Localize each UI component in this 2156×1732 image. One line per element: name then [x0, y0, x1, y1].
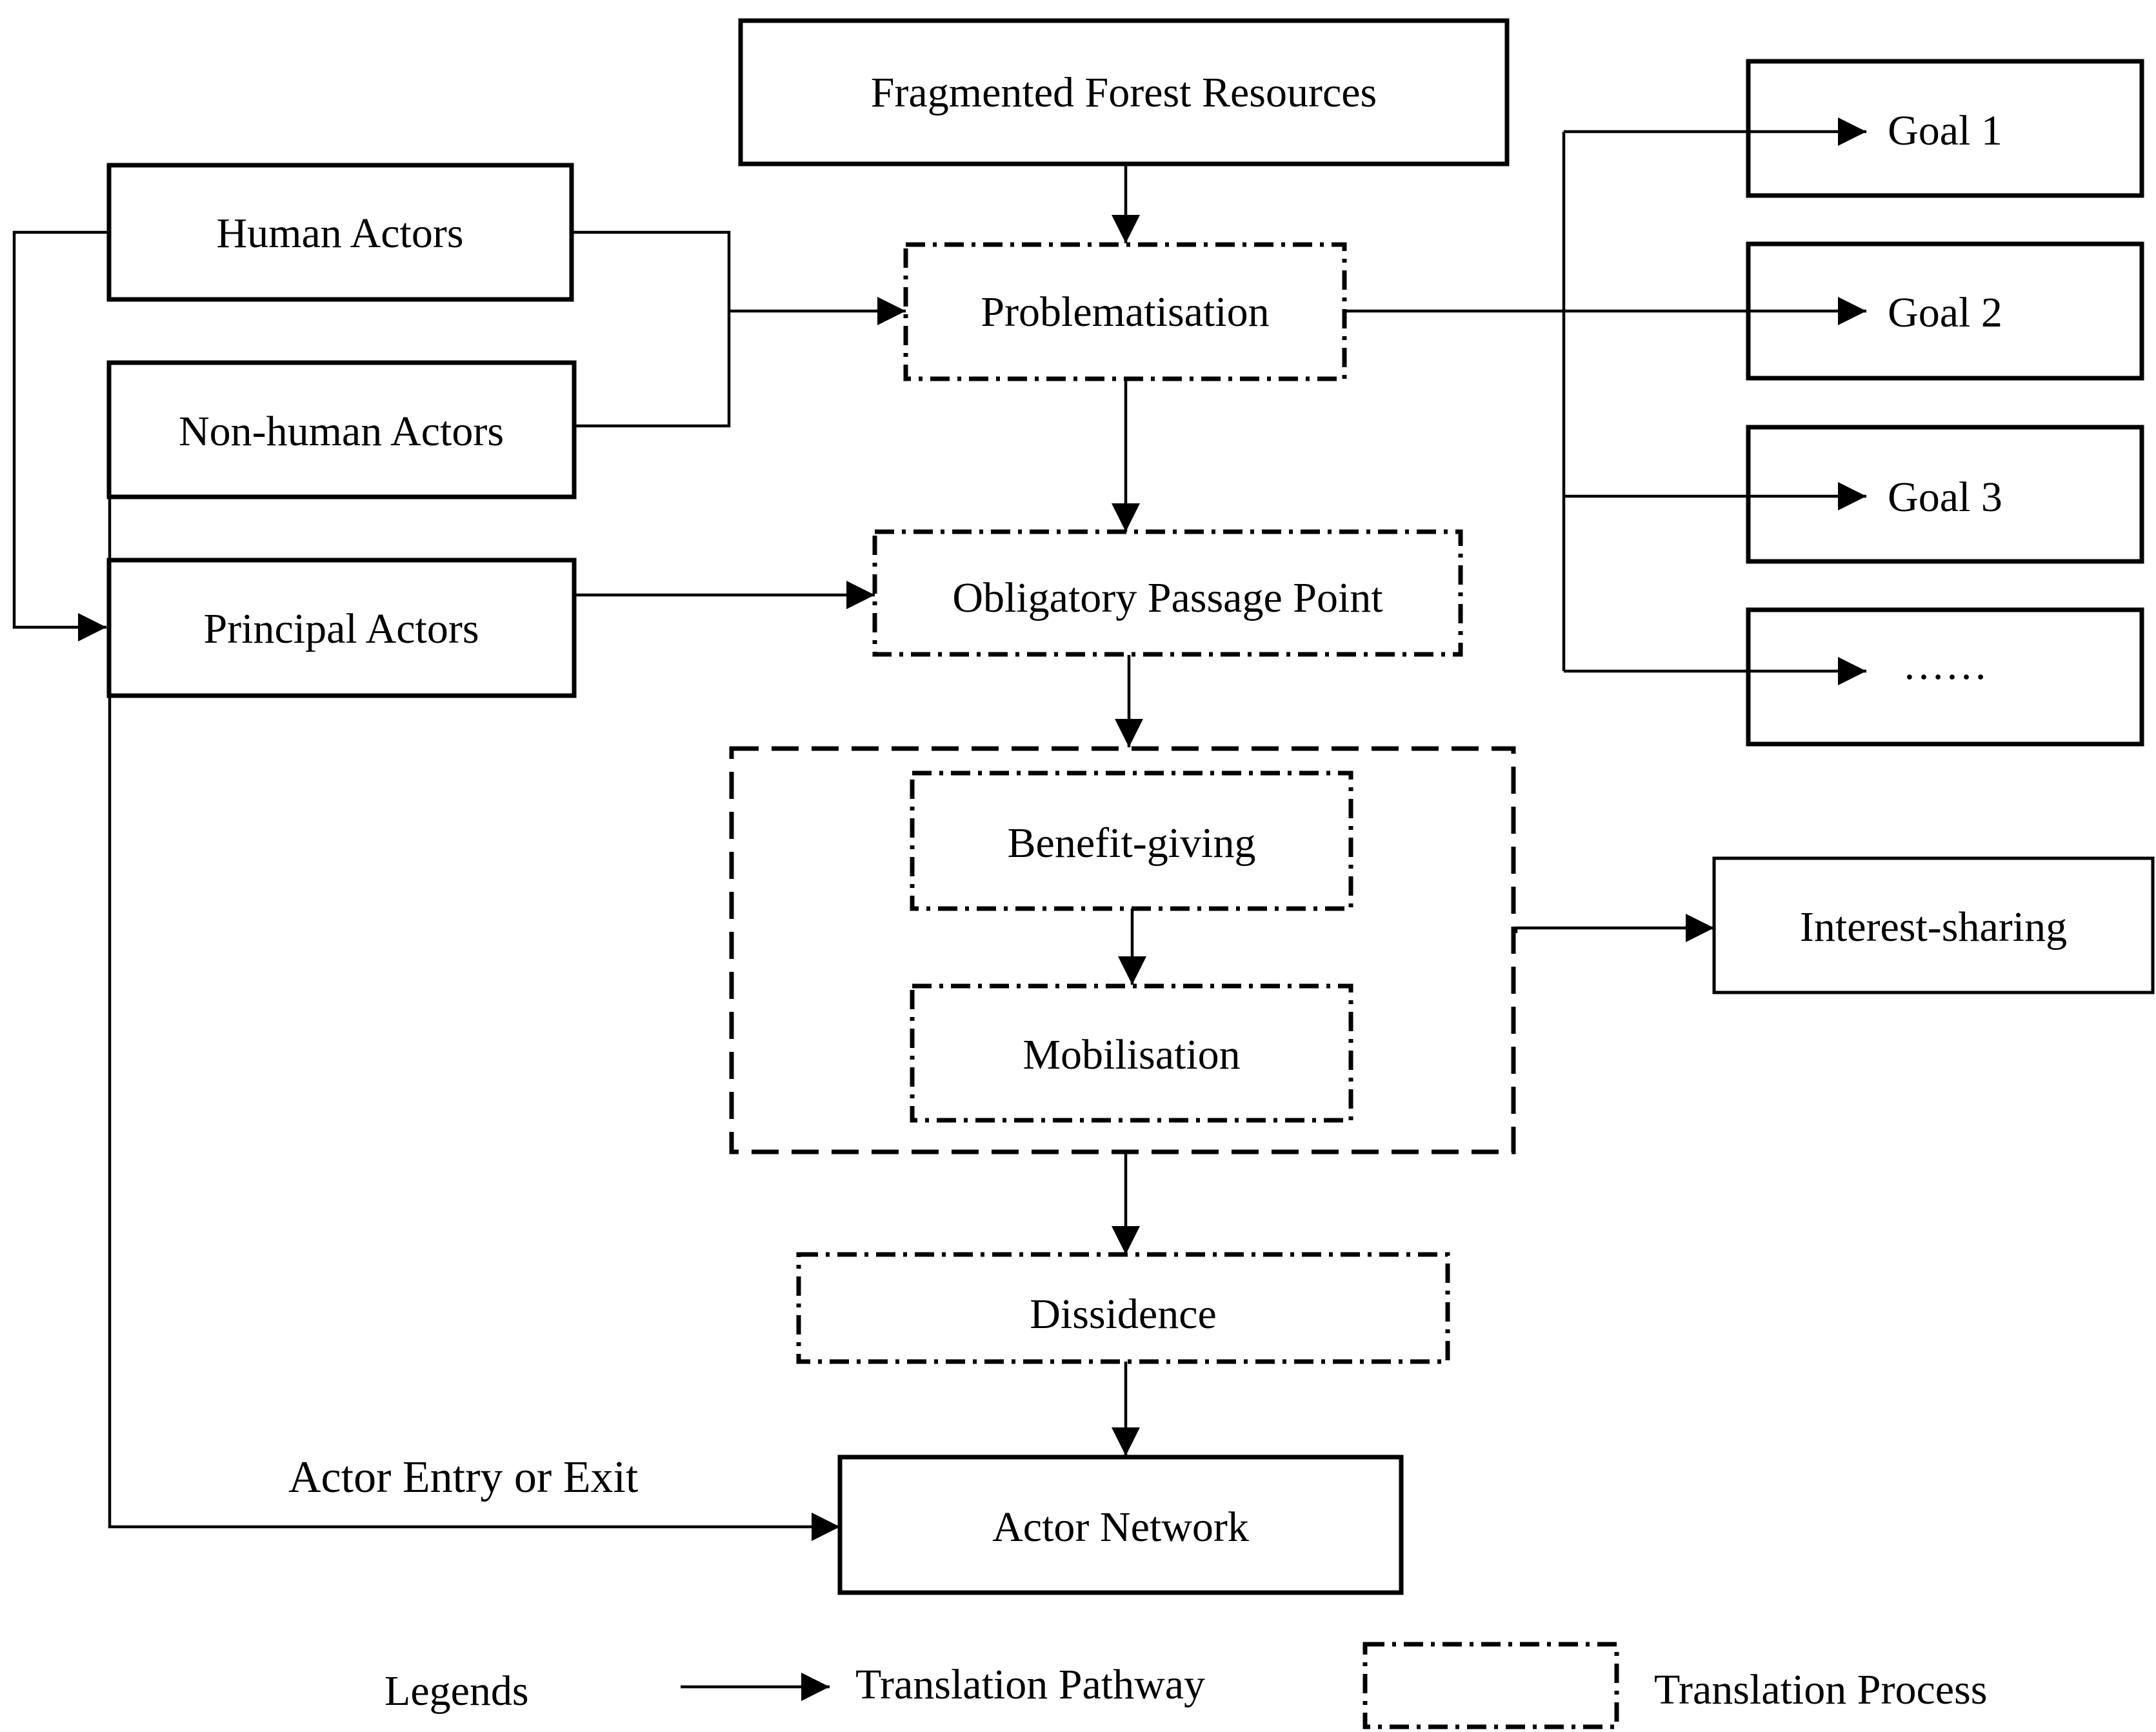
node-interest-sharing: Interest-sharing [1712, 856, 2155, 994]
node-mobilisation: Mobilisation [910, 983, 1353, 1123]
svg-text:Mobilisation: Mobilisation [1023, 1031, 1240, 1078]
svg-text:Goal 1: Goal 1 [1888, 107, 2002, 154]
node-benefit-giving: Benefit-giving [910, 770, 1353, 911]
legend-process-swatch [1362, 1642, 1619, 1729]
edge-group-to-interest [1514, 914, 1714, 942]
svg-text:Principal Actors: Principal Actors [203, 605, 479, 652]
node-problematisation: Problematisation [903, 242, 1347, 381]
edge-human-to-principal [12, 230, 108, 641]
svg-text:Benefit-giving: Benefit-giving [1008, 820, 1256, 867]
label-actor-entry-exit: Actor Entry or Exit [288, 1453, 639, 1502]
connectors [12, 117, 1866, 1541]
node-fragmented-forest-resources: Fragmented Forest Resources [738, 18, 1510, 166]
svg-text:Goal 2: Goal 2 [1888, 289, 2002, 336]
edge-actor-entry-exit [108, 696, 840, 1541]
svg-text:Goal 3: Goal 3 [1888, 474, 2002, 521]
svg-text:Non-human Actors: Non-human Actors [179, 408, 504, 455]
svg-text:Fragmented Forest Resources: Fragmented Forest Resources [871, 69, 1377, 116]
svg-text:Human Actors: Human Actors [216, 210, 463, 257]
svg-text:Problematisation: Problematisation [981, 288, 1269, 336]
legend-title: Legends [384, 1667, 529, 1715]
svg-text:Interest-sharing: Interest-sharing [1800, 903, 2067, 951]
node-obligatory-passage-point: Obligatory Passage Point [872, 529, 1463, 657]
node-goal-1: Goal 1 [1746, 59, 2144, 198]
legend-pathway-label: Translation Pathway [855, 1661, 1205, 1708]
svg-text:Dissidence: Dissidence [1030, 1291, 1217, 1338]
legend-process-label: Translation Process [1654, 1666, 1987, 1713]
node-dissidence: Dissidence [796, 1252, 1450, 1364]
node-goal-3: Goal 3 [1746, 425, 2144, 564]
node-principal-actors: Principal Actors [106, 558, 577, 698]
svg-text:……: …… [1902, 641, 1988, 689]
legend: Legends Translation Pathway Translation … [384, 1642, 1987, 1729]
edge-human-actors [572, 230, 731, 428]
node-non-human-actors: Non-human Actors [106, 360, 577, 499]
svg-text:Obligatory Passage Point: Obligatory Passage Point [952, 574, 1382, 621]
node-goal-2: Goal 2 [1746, 241, 2144, 381]
node-human-actors: Human Actors [106, 163, 574, 302]
group-benefit-mobilisation [729, 746, 1516, 1154]
svg-text:Actor Network: Actor Network [992, 1504, 1249, 1551]
node-actor-network: Actor Network [837, 1455, 1404, 1595]
node-goal-more: …… [1746, 607, 2144, 747]
